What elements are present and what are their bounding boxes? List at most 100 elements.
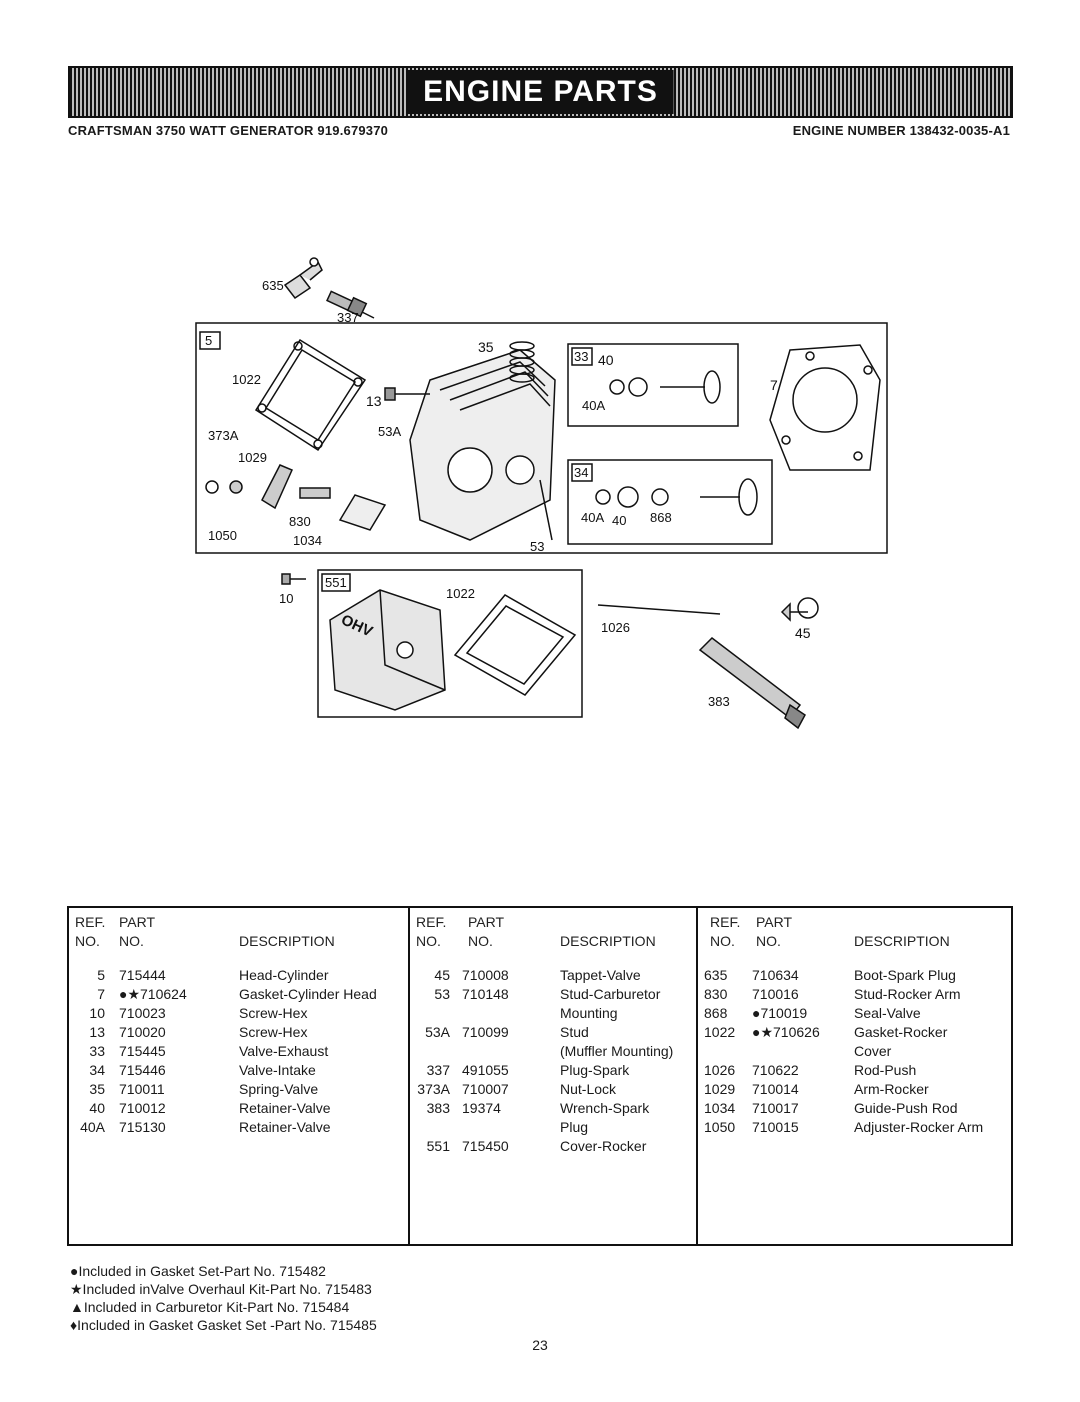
ref-number: 1050 — [704, 1119, 736, 1135]
part-description: Retainer-Valve — [239, 1100, 331, 1116]
rocker-cover-drawing — [329, 589, 446, 711]
diagram-label: 383 — [708, 694, 730, 709]
ref-number: 1029 — [704, 1081, 736, 1097]
ref-number: 7 — [97, 986, 105, 1002]
ref-number: 33 — [89, 1043, 105, 1059]
diagram-label: 45 — [795, 625, 811, 641]
diagram-label: 1029 — [238, 450, 267, 465]
ref-number: 1022 — [704, 1024, 736, 1040]
footnotes: ●Included in Gasket Set-Part No. 715482 … — [70, 1262, 377, 1334]
table-row: Plug — [410, 1118, 696, 1137]
part-description: Stud-Rocker Arm — [854, 986, 961, 1002]
table-row: 7 ●★710624 Gasket-Cylinder Head — [69, 985, 408, 1004]
diagram-label: 40 — [612, 513, 626, 528]
engine-number-heading: ENGINE NUMBER 138432-0035-A1 — [792, 123, 1010, 138]
diagram-label: 1050 — [208, 528, 237, 543]
ref-number: 10 — [89, 1005, 105, 1021]
diagram-label: 40A — [582, 398, 605, 413]
diagram-label: 53A — [378, 424, 401, 439]
diagram-label: 34 — [574, 465, 588, 480]
spark-plug-boot-drawing — [283, 257, 323, 300]
part-number: ●★710624 — [119, 986, 187, 1002]
part-description: (Muffler Mounting) — [560, 1043, 674, 1059]
rocker-cover-gasket-drawing — [453, 594, 577, 696]
ref-number: 40A — [80, 1119, 105, 1135]
part-description: Gasket-Rocker — [854, 1024, 948, 1040]
diagram-label: 1026 — [601, 620, 630, 635]
part-description: Plug — [560, 1119, 589, 1135]
part-number: 710012 — [119, 1100, 166, 1116]
part-description: Rod-Push — [854, 1062, 917, 1078]
diagram-label: 40 — [598, 352, 614, 368]
part-number: 710015 — [752, 1119, 799, 1135]
inset-box-551 — [317, 569, 583, 718]
diagram-label: 53 — [530, 539, 544, 554]
ref-box-5 — [199, 331, 221, 350]
ref-number: 5 — [97, 967, 105, 983]
part-number: 710017 — [752, 1100, 799, 1116]
diagram-label: 1034 — [293, 533, 322, 548]
valve-spring-drawing — [509, 341, 535, 383]
footnote: ●Included in Gasket Set-Part No. 715482 — [70, 1263, 326, 1279]
spark-plug-wrench-drawing — [698, 637, 806, 730]
part-description: Cover — [854, 1043, 892, 1059]
cylinder-head-gasket-drawing — [769, 344, 881, 471]
part-number: 710014 — [752, 1081, 799, 1097]
spark-plug-drawing — [326, 290, 375, 319]
ref-number: 337 — [426, 1062, 450, 1078]
ref-number: 40 — [89, 1100, 105, 1116]
part-description: Wrench-Spark — [560, 1100, 650, 1116]
ref-number: 53 — [434, 986, 450, 1002]
ref-number: 830 — [704, 986, 728, 1002]
part-number: 710634 — [752, 967, 799, 983]
diagram-label: 7 — [770, 377, 778, 393]
main-frame — [195, 322, 888, 554]
part-number: 710011 — [119, 1081, 165, 1097]
header-ref: REF.NO. — [710, 914, 741, 949]
header-desc: DESCRIPTION — [854, 933, 950, 949]
ref-number: 53A — [425, 1024, 450, 1040]
part-description: Seal-Valve — [854, 1005, 921, 1021]
ref-number: 45 — [434, 967, 450, 983]
model-heading: CRAFTSMAN 3750 WATT GENERATOR 919.679370 — [68, 123, 389, 138]
diagram-label: 551 — [325, 575, 347, 590]
part-number: 715446 — [119, 1062, 166, 1078]
header-desc: DESCRIPTION — [239, 933, 335, 949]
part-description: Gasket-Cylinder Head — [239, 986, 377, 1002]
footnote: ▲Included in Carburetor Kit-Part No. 715… — [70, 1299, 350, 1315]
screw-10-drawing — [281, 573, 306, 585]
page-number: 23 — [532, 1337, 548, 1353]
ref-number: 551 — [426, 1138, 450, 1154]
ref-number: 1034 — [704, 1100, 736, 1116]
part-number: 715444 — [119, 967, 166, 983]
part-description: Nut-Lock — [560, 1081, 617, 1097]
part-number: 715130 — [119, 1119, 166, 1135]
diagram-label: 830 — [289, 514, 311, 529]
ref-number: 34 — [89, 1062, 105, 1078]
part-number: 710622 — [752, 1062, 799, 1078]
ref-box-551 — [321, 573, 351, 592]
diagram-label: 1022 — [232, 372, 261, 387]
part-description: Stud — [560, 1024, 589, 1040]
exhaust-valve-drawing — [609, 370, 721, 404]
header-desc: DESCRIPTION — [560, 933, 656, 949]
diagram-label: 10 — [279, 591, 293, 606]
table-row: Cover — [698, 1042, 1011, 1061]
